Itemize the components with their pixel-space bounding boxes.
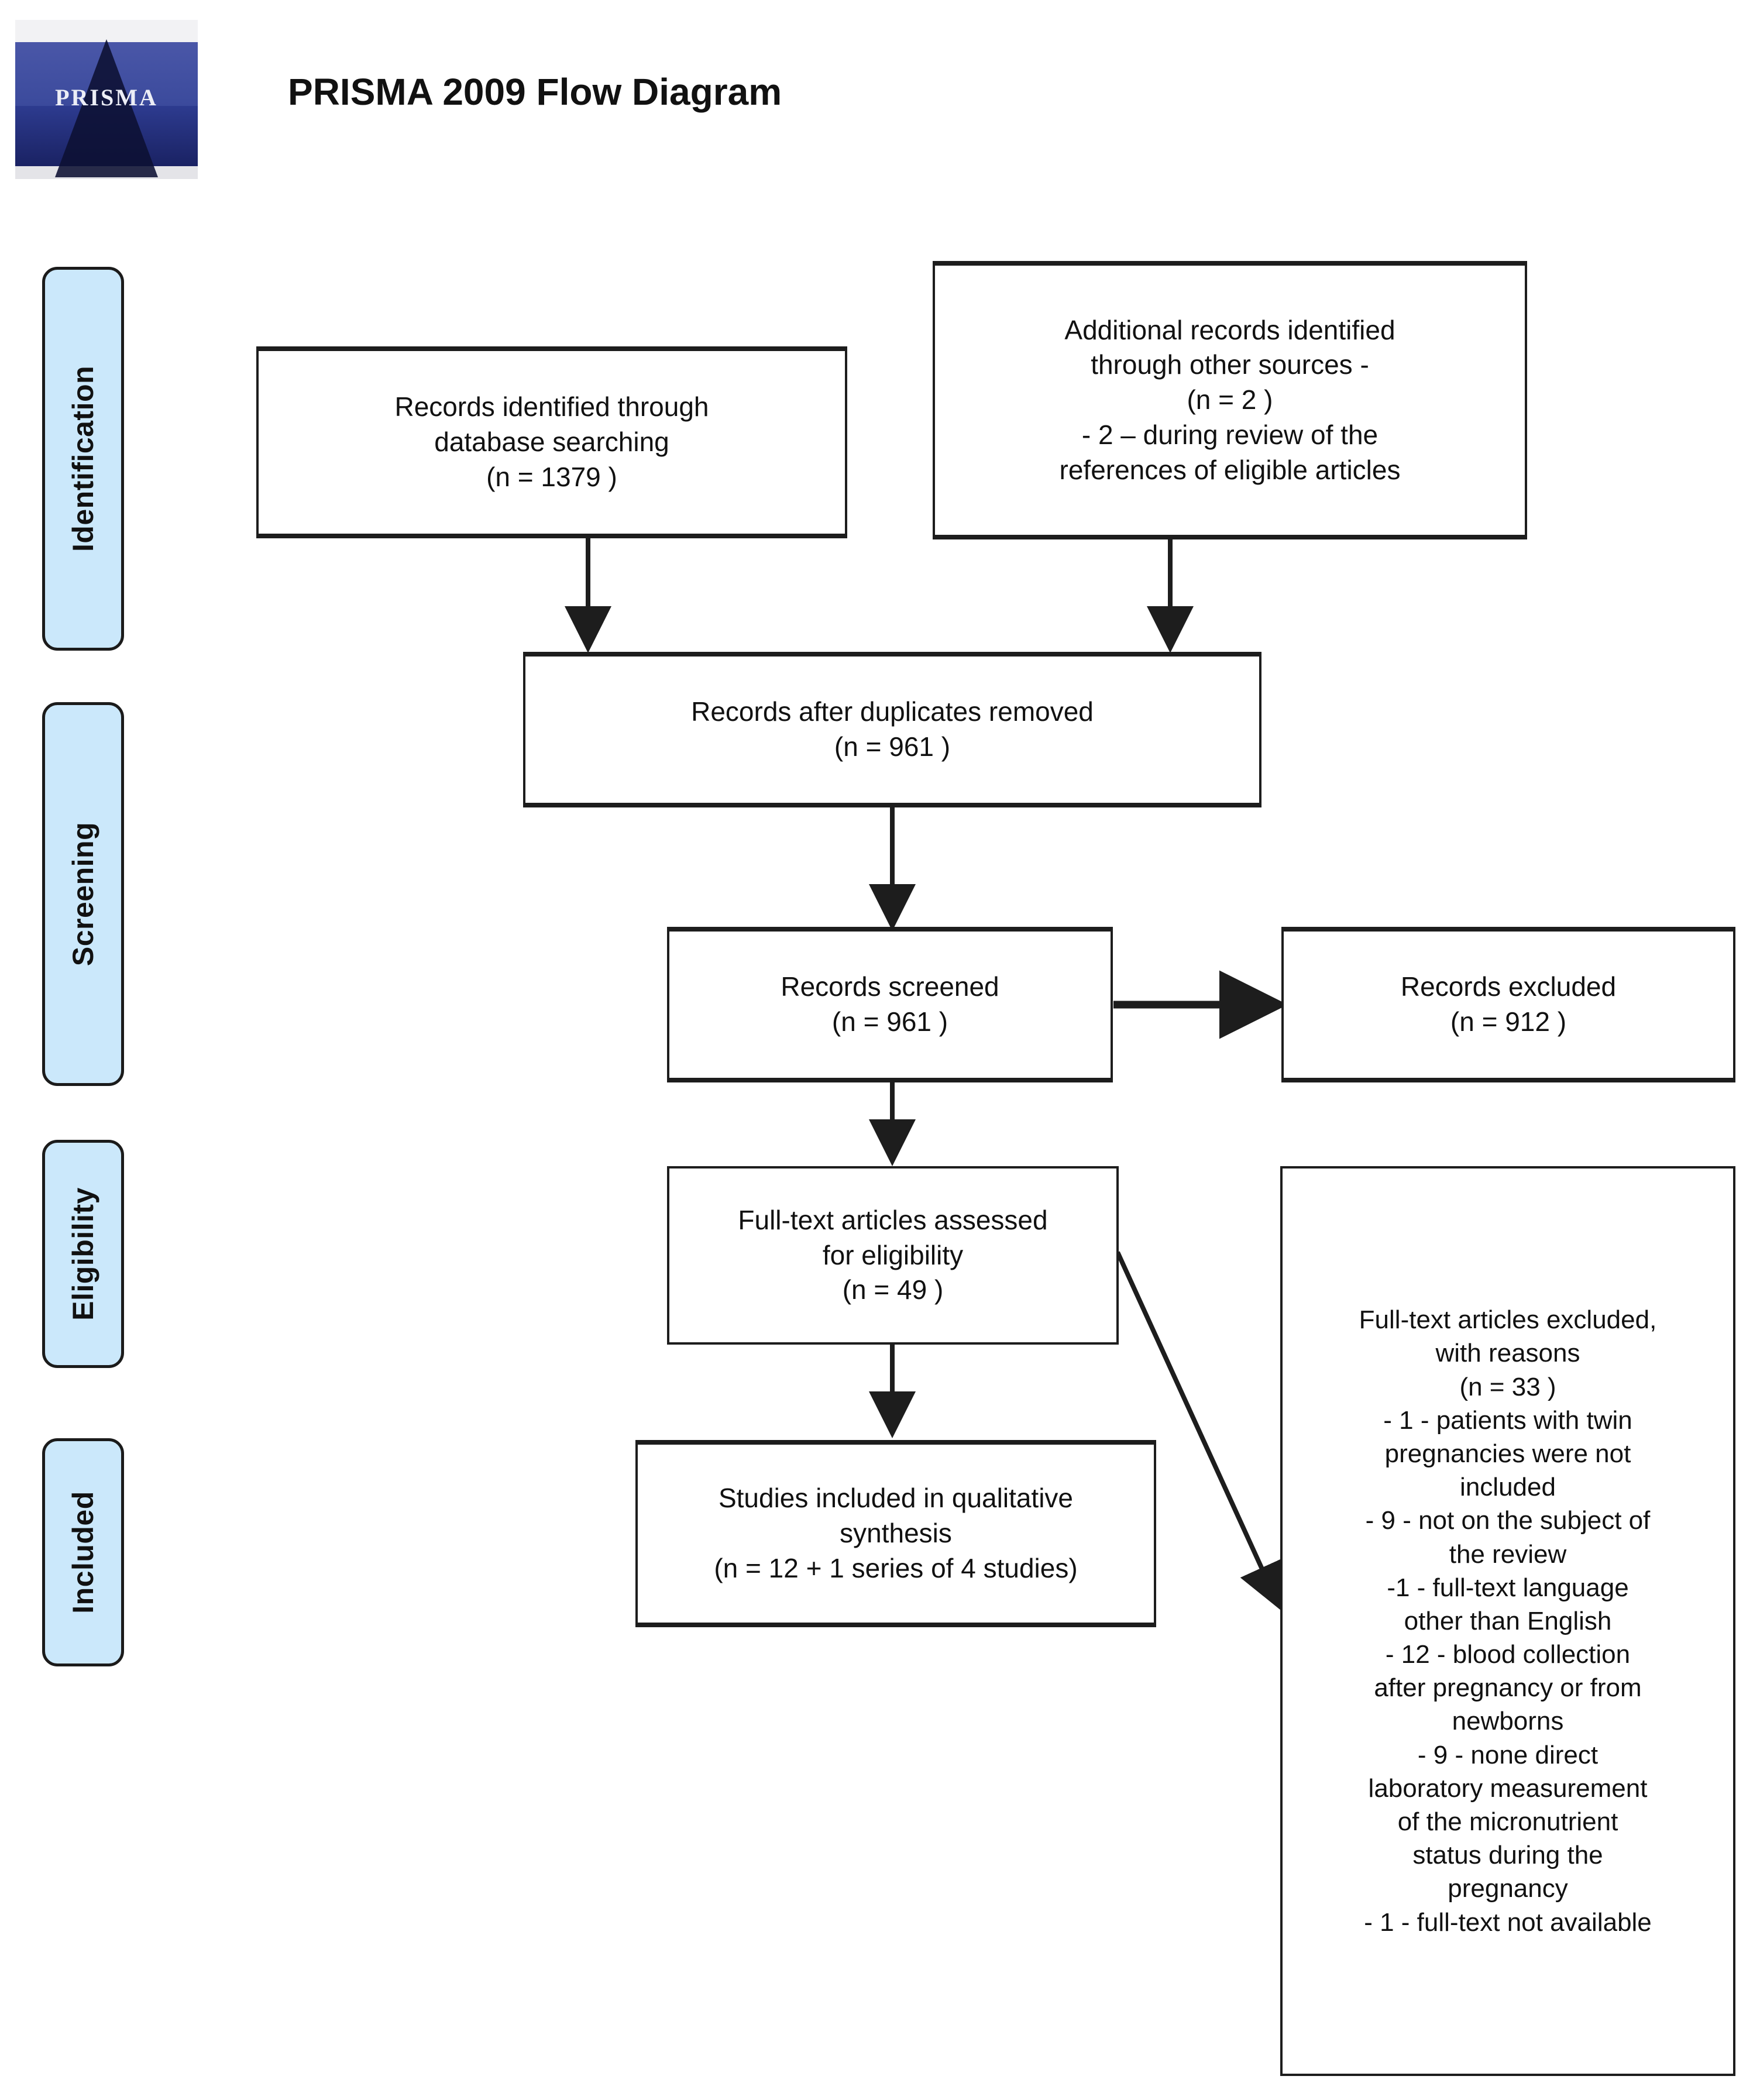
box-records-screened-text: Records screened (n = 961 )	[781, 971, 999, 1037]
box-fulltext-articles-assessed-text: Full-text articles assessed for eligibil…	[738, 1204, 1048, 1305]
box-records-identified-database-text: Records identified through database sear…	[394, 391, 709, 492]
stage-label-screening: Screening	[67, 822, 99, 967]
box-fulltext-articles-excluded: Full-text articles excluded, with reason…	[1280, 1166, 1735, 2076]
box-studies-included-qualitative: Studies included in qualitative synthesi…	[635, 1442, 1156, 1625]
box-records-after-duplicates-removed-text: Records after duplicates removed (n = 96…	[691, 696, 1094, 762]
box-records-identified-database: Records identified through database sear…	[256, 349, 847, 536]
stage-tab-included: Included	[42, 1438, 124, 1666]
box-studies-included-qualitative-text: Studies included in qualitative synthesi…	[714, 1483, 1078, 1583]
logo-pyramid-icon	[55, 39, 158, 177]
stage-label-eligibility: Eligibility	[67, 1187, 99, 1321]
stage-tab-eligibility: Eligibility	[42, 1140, 124, 1368]
box-fulltext-articles-assessed: Full-text articles assessed for eligibil…	[667, 1166, 1119, 1345]
box-additional-records-other-sources-text: Additional records identified through ot…	[1059, 314, 1401, 485]
prisma-logo-icon: PRISMA	[15, 20, 198, 179]
box-additional-records-other-sources: Additional records identified through ot…	[933, 263, 1527, 537]
stage-label-included: Included	[67, 1491, 99, 1614]
box-records-screened: Records screened (n = 961 )	[667, 929, 1113, 1080]
logo-band-top	[15, 20, 198, 43]
box-records-after-duplicates-removed: Records after duplicates removed (n = 96…	[523, 654, 1261, 805]
logo-wordmark: PRISMA	[55, 84, 158, 111]
stage-label-identification: Identification	[67, 365, 99, 552]
box-fulltext-articles-excluded-text: Full-text articles excluded, with reason…	[1359, 1305, 1657, 1937]
stage-tab-identification: Identification	[42, 267, 124, 651]
page-title: PRISMA 2009 Flow Diagram	[288, 71, 782, 113]
stage-tab-screening: Screening	[42, 702, 124, 1086]
box-records-excluded: Records excluded (n = 912 )	[1281, 929, 1735, 1080]
box-records-excluded-text: Records excluded (n = 912 )	[1400, 971, 1617, 1037]
